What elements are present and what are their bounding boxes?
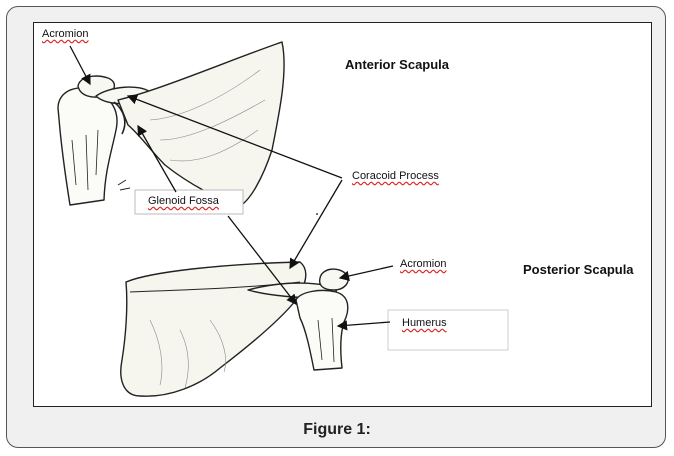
label-anterior-scapula: Anterior Scapula <box>345 57 449 72</box>
label-glenoid-fossa: Glenoid Fossa <box>148 195 219 207</box>
coracoid-text: Coracoid Process <box>352 170 439 182</box>
posterior-acromion <box>320 269 348 290</box>
label-acromion-anterior: Acromion <box>42 28 88 40</box>
label-acromion-posterior: Acromion <box>400 258 446 270</box>
figure-caption: Figure 1: <box>0 421 674 439</box>
label-posterior-scapula: Posterior Scapula <box>523 262 634 277</box>
humerus-label-box <box>388 310 508 350</box>
arrow-humerus <box>338 322 390 326</box>
anterior-humerus <box>58 88 117 205</box>
label-coracoid-process: Coracoid Process <box>352 170 439 182</box>
posterior-blade <box>121 262 306 396</box>
glenoid-text: Glenoid Fossa <box>148 195 219 207</box>
label-humerus: Humerus <box>402 317 447 329</box>
arrow-coracoid-bottom <box>290 180 342 268</box>
arrow-acromion-bottom <box>340 266 393 278</box>
arrow-acromion-top <box>70 46 90 84</box>
